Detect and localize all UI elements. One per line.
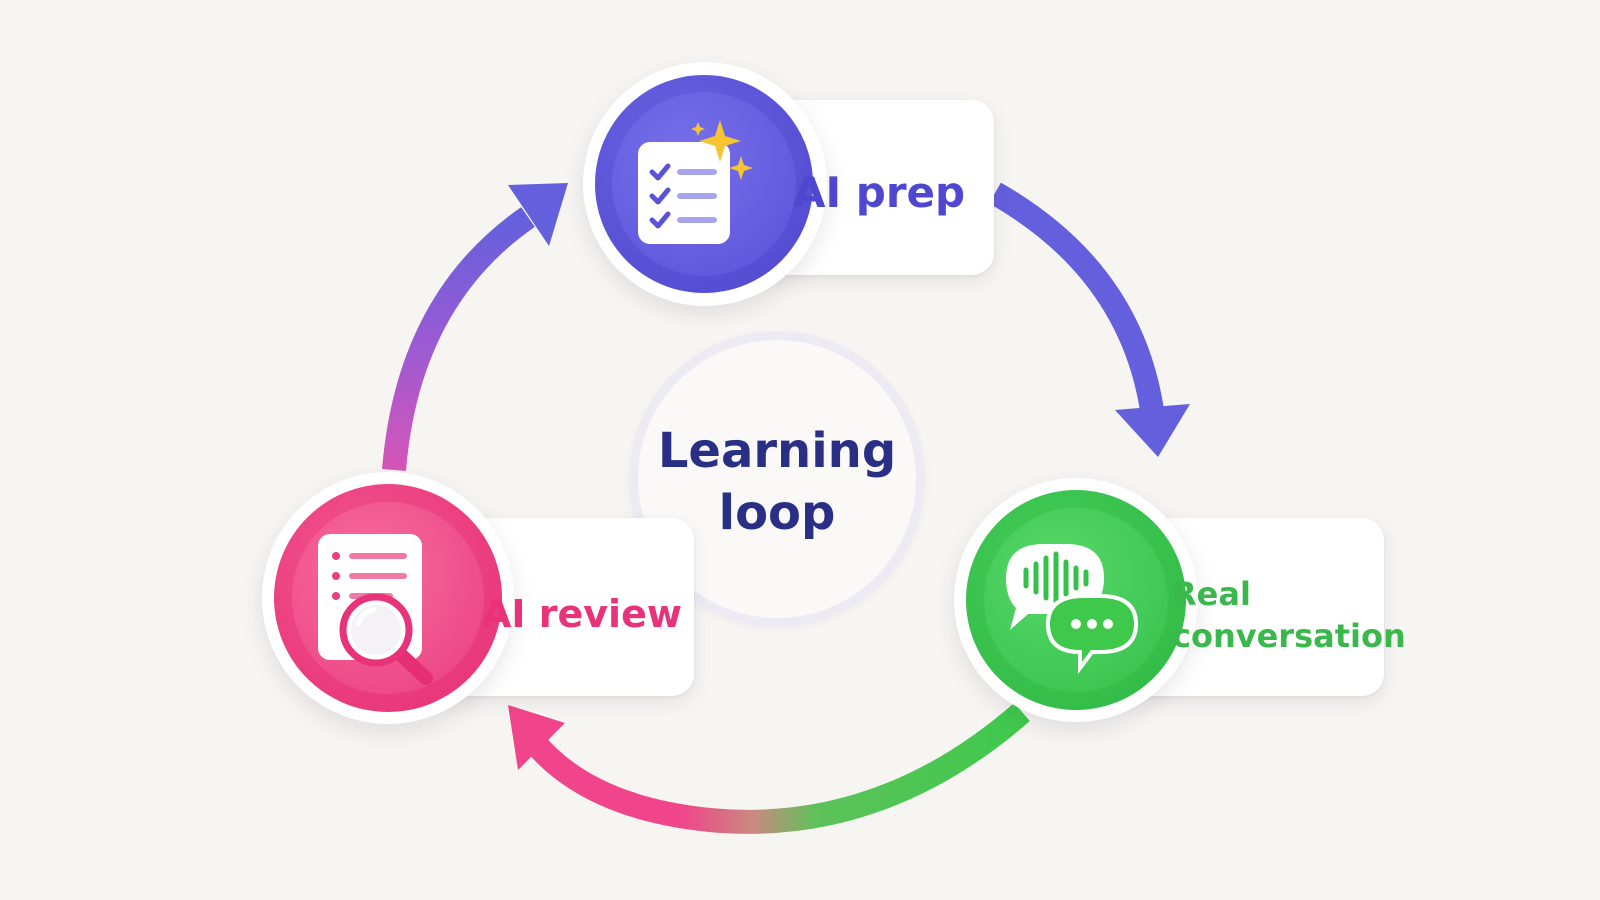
arrow-review-to-prep [382,207,535,471]
arrow-conversation-to-review [525,702,1030,834]
center-title: Learning loop [629,420,925,544]
step-label: AI prep [793,168,966,217]
step-label: Real conversation [1172,573,1406,657]
center-title-line1: Learning [657,423,897,479]
center-ring [629,331,925,627]
step-label-line1: Real [1172,575,1251,613]
chat-bubbles-icon [1006,544,1139,674]
arrow-head-left [508,705,565,770]
document-search-icon [318,534,433,685]
step-label: AI review [482,592,682,636]
arrow-prep-to-conversation [989,182,1164,412]
arrow-head-down [1115,404,1190,457]
center-title-line2: loop [718,485,836,541]
step-label-line2: conversation [1172,617,1406,655]
arrow-head-up [508,183,568,246]
checklist-sparkle-icon [638,120,753,244]
